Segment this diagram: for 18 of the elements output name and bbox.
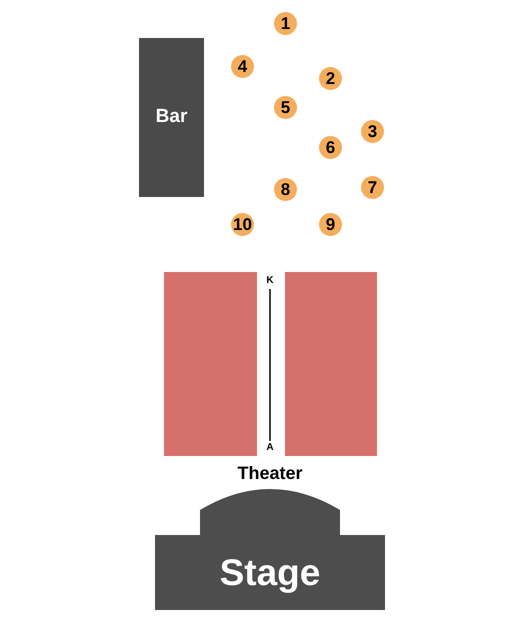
seating-section (164, 272, 257, 456)
table-number: 8 (280, 181, 290, 198)
stage-label: Stage (220, 554, 320, 591)
table-number: 10 (233, 216, 252, 233)
table-number: 5 (280, 99, 290, 116)
table-number: 1 (280, 15, 290, 32)
table-number: 2 (326, 70, 336, 87)
row-label: A (266, 443, 274, 453)
table-number: 7 (368, 179, 378, 196)
table-number: 9 (326, 216, 336, 233)
seating-section (285, 272, 377, 456)
table-number: 3 (368, 123, 378, 140)
table-number: 4 (238, 58, 248, 75)
bar-label: Bar (156, 105, 188, 130)
bar-area (139, 38, 204, 197)
row-label: K (266, 276, 274, 286)
section-title: Theater (237, 464, 303, 482)
table-number: 6 (326, 139, 336, 156)
